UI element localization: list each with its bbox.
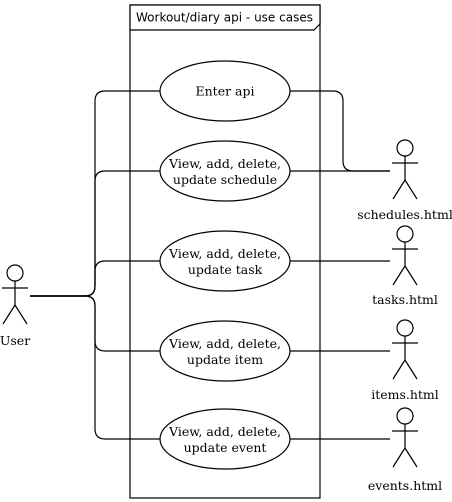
use-case-label: update item (187, 352, 263, 367)
actor-schedules: schedules.html (357, 139, 452, 222)
actor-items: items.html (371, 319, 439, 402)
user-to-task (30, 260, 160, 297)
use-case-label: View, add, delete, (168, 156, 281, 171)
use-case-ellipse (159, 140, 291, 202)
use-case-item: View, add, delete, update item (159, 320, 291, 382)
use-case-label: View, add, delete, (168, 246, 281, 261)
actor-label: events.html (368, 478, 442, 493)
use-case-label: update task (188, 262, 263, 277)
use-case-task: View, add, delete, update task (159, 230, 291, 292)
use-case-event: View, add, delete, update event (159, 408, 291, 470)
use-case-ellipse (159, 60, 291, 122)
actor-label: items.html (371, 387, 439, 402)
system-title: Workout/diary api - use cases (136, 11, 313, 25)
use-case-label: View, add, delete, (168, 424, 281, 439)
system-title-tab (129, 4, 321, 31)
stick-figure-icon (392, 319, 418, 380)
stick-figure-icon (392, 407, 418, 468)
use-case-enter-api: Enter api (159, 60, 291, 122)
use-case-ellipse (159, 320, 291, 382)
user-to-event (30, 295, 160, 440)
actor-events: events.html (368, 407, 442, 493)
actor-tasks: tasks.html (372, 225, 438, 307)
use-case-label: Enter api (196, 84, 255, 99)
actor-label: tasks.html (372, 292, 438, 307)
connectors (30, 90, 390, 440)
use-case-label: View, add, delete, (168, 336, 281, 351)
stick-figure-icon (392, 139, 418, 200)
use-case-ellipse (159, 230, 291, 292)
use-case-schedule: View, add, delete, update schedule (159, 140, 291, 202)
use-case-label: update event (184, 440, 267, 455)
use-case-ellipse (159, 408, 291, 470)
actor-label: User (0, 333, 30, 348)
actor-user: User (0, 264, 30, 348)
stick-figure-icon (392, 225, 418, 286)
stick-figure-icon (2, 264, 28, 325)
use-case-label: update schedule (173, 172, 277, 187)
actor-label: schedules.html (357, 207, 452, 222)
